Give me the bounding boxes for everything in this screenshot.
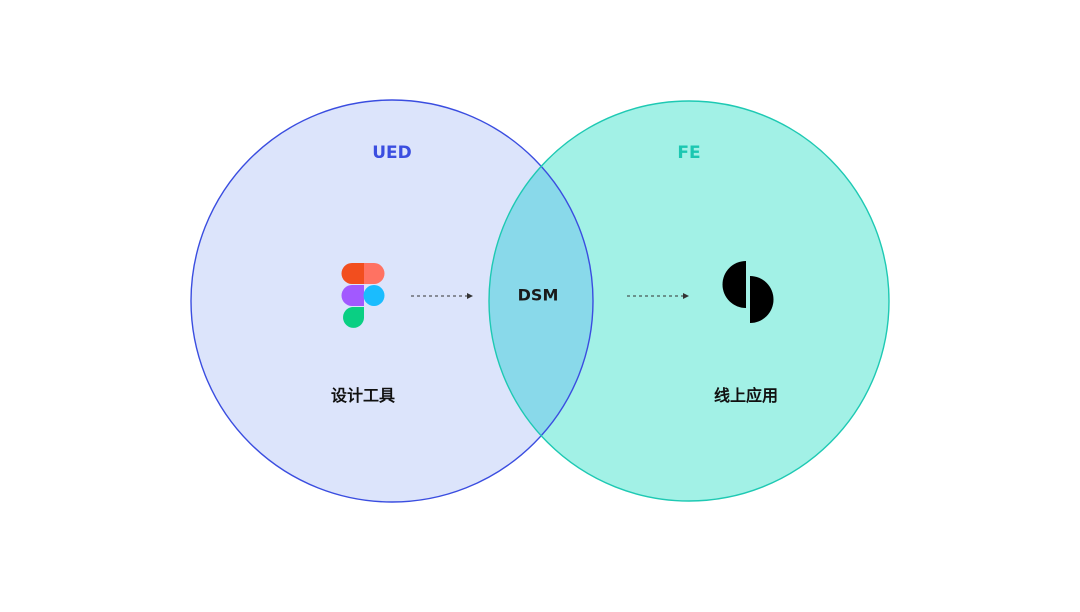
sketch-split-logo-icon	[722, 261, 774, 323]
ued-label: UED	[372, 143, 412, 163]
fe-circle-outline	[488, 100, 890, 502]
design-tools-label: 设计工具	[330, 386, 396, 405]
dsm-label: DSM	[517, 285, 559, 305]
fe-label: FE	[677, 143, 701, 163]
online-apps-label: 线上应用	[713, 386, 779, 405]
ued-circle	[191, 100, 593, 502]
figma-logo-icon	[341, 263, 385, 328]
fe-circle	[489, 101, 889, 501]
ued-circle-outline	[190, 99, 594, 503]
